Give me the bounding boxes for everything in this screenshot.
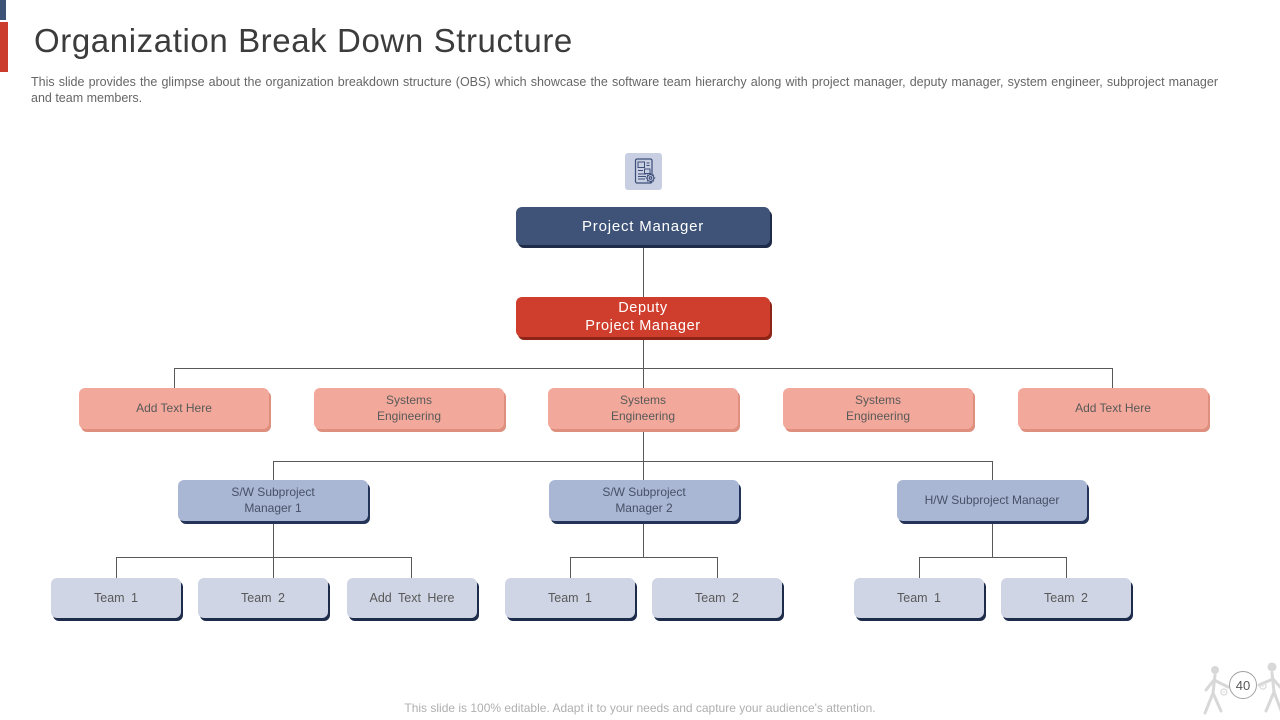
org-node-systems-engineering-1: Systems Engineering (314, 388, 504, 429)
org-node-label: H/W Subproject Manager (924, 492, 1060, 507)
org-node-label: Team 1 (94, 591, 138, 605)
org-node-add-text-left: Add Text Here (79, 388, 269, 429)
org-connector (273, 461, 274, 480)
org-connector (919, 557, 920, 578)
org-node-label: Team 1 (897, 591, 941, 605)
org-connector (570, 557, 571, 578)
org-connector (273, 461, 993, 462)
footer-note: This slide is 100% editable. Adapt it to… (404, 701, 876, 715)
gear-doodle-icon: ⚙ (1219, 687, 1229, 699)
page-number-badge: 40 (1229, 671, 1257, 699)
accent-bar-red (0, 22, 8, 72)
org-node-label: Deputy Project Manager (585, 300, 701, 334)
org-node-team: Team 1 (51, 578, 181, 618)
org-node-label: Systems Engineering (376, 393, 442, 423)
org-node-label: Project Manager (581, 217, 705, 235)
org-connector (643, 245, 644, 297)
org-node-label: S/W Subproject Manager 2 (602, 485, 686, 515)
org-connector (717, 557, 718, 578)
org-node-label: Team 1 (548, 591, 592, 605)
org-node-label: Systems Engineering (610, 393, 676, 423)
org-connector (643, 337, 644, 368)
org-node-label: Team 2 (695, 591, 739, 605)
org-node-label: Team 2 (1044, 591, 1088, 605)
slide-title: Organization Break Down Structure (34, 22, 573, 59)
org-connector (174, 368, 175, 388)
org-connector (1112, 368, 1113, 388)
org-node-sw-subproject-manager-1: S/W Subproject Manager 1 (178, 480, 368, 521)
document-gear-icon (625, 153, 662, 190)
org-connector (992, 521, 993, 557)
org-node-team: Team 1 (505, 578, 635, 618)
org-connector (273, 521, 274, 578)
walking-person-right-icon (1246, 658, 1280, 720)
org-node-label: Systems Engineering (845, 393, 911, 423)
org-node-hw-subproject-manager: H/W Subproject Manager (897, 480, 1087, 521)
org-connector (643, 461, 644, 480)
org-node-team: Team 2 (1001, 578, 1131, 618)
org-node-label: Add Text Here (136, 400, 212, 415)
org-connector (411, 557, 412, 578)
org-connector (570, 557, 718, 558)
org-connector (116, 557, 117, 578)
org-node-sw-subproject-manager-2: S/W Subproject Manager 2 (549, 480, 739, 521)
slide-description: This slide provides the glimpse about th… (31, 75, 1218, 105)
org-connector (919, 557, 1067, 558)
org-node-add-text-right: Add Text Here (1018, 388, 1208, 429)
org-connector (992, 461, 993, 480)
org-node-label: Add Text Here (1075, 400, 1151, 415)
org-node-add-text-team: Add Text Here (347, 578, 477, 618)
accent-bar-blue (0, 0, 6, 20)
org-connector (643, 521, 644, 557)
org-node-team: Team 1 (854, 578, 984, 618)
org-node-team: Team 2 (198, 578, 328, 618)
org-node-label: Team 2 (241, 591, 285, 605)
org-connector (643, 368, 644, 388)
org-node-team: Team 2 (652, 578, 782, 618)
org-node-project-manager: Project Manager (516, 207, 770, 245)
org-connector (116, 557, 412, 558)
gear-doodle-icon: ⚙ (1258, 681, 1268, 693)
org-node-label: S/W Subproject Manager 1 (231, 485, 315, 515)
org-node-systems-engineering-2: Systems Engineering (548, 388, 738, 429)
org-node-systems-engineering-3: Systems Engineering (783, 388, 973, 429)
org-connector (643, 429, 644, 461)
org-connector (1066, 557, 1067, 578)
org-node-label: Add Text Here (369, 591, 455, 605)
walking-person-left-icon (1198, 662, 1240, 720)
org-node-deputy-project-manager: Deputy Project Manager (516, 297, 770, 337)
